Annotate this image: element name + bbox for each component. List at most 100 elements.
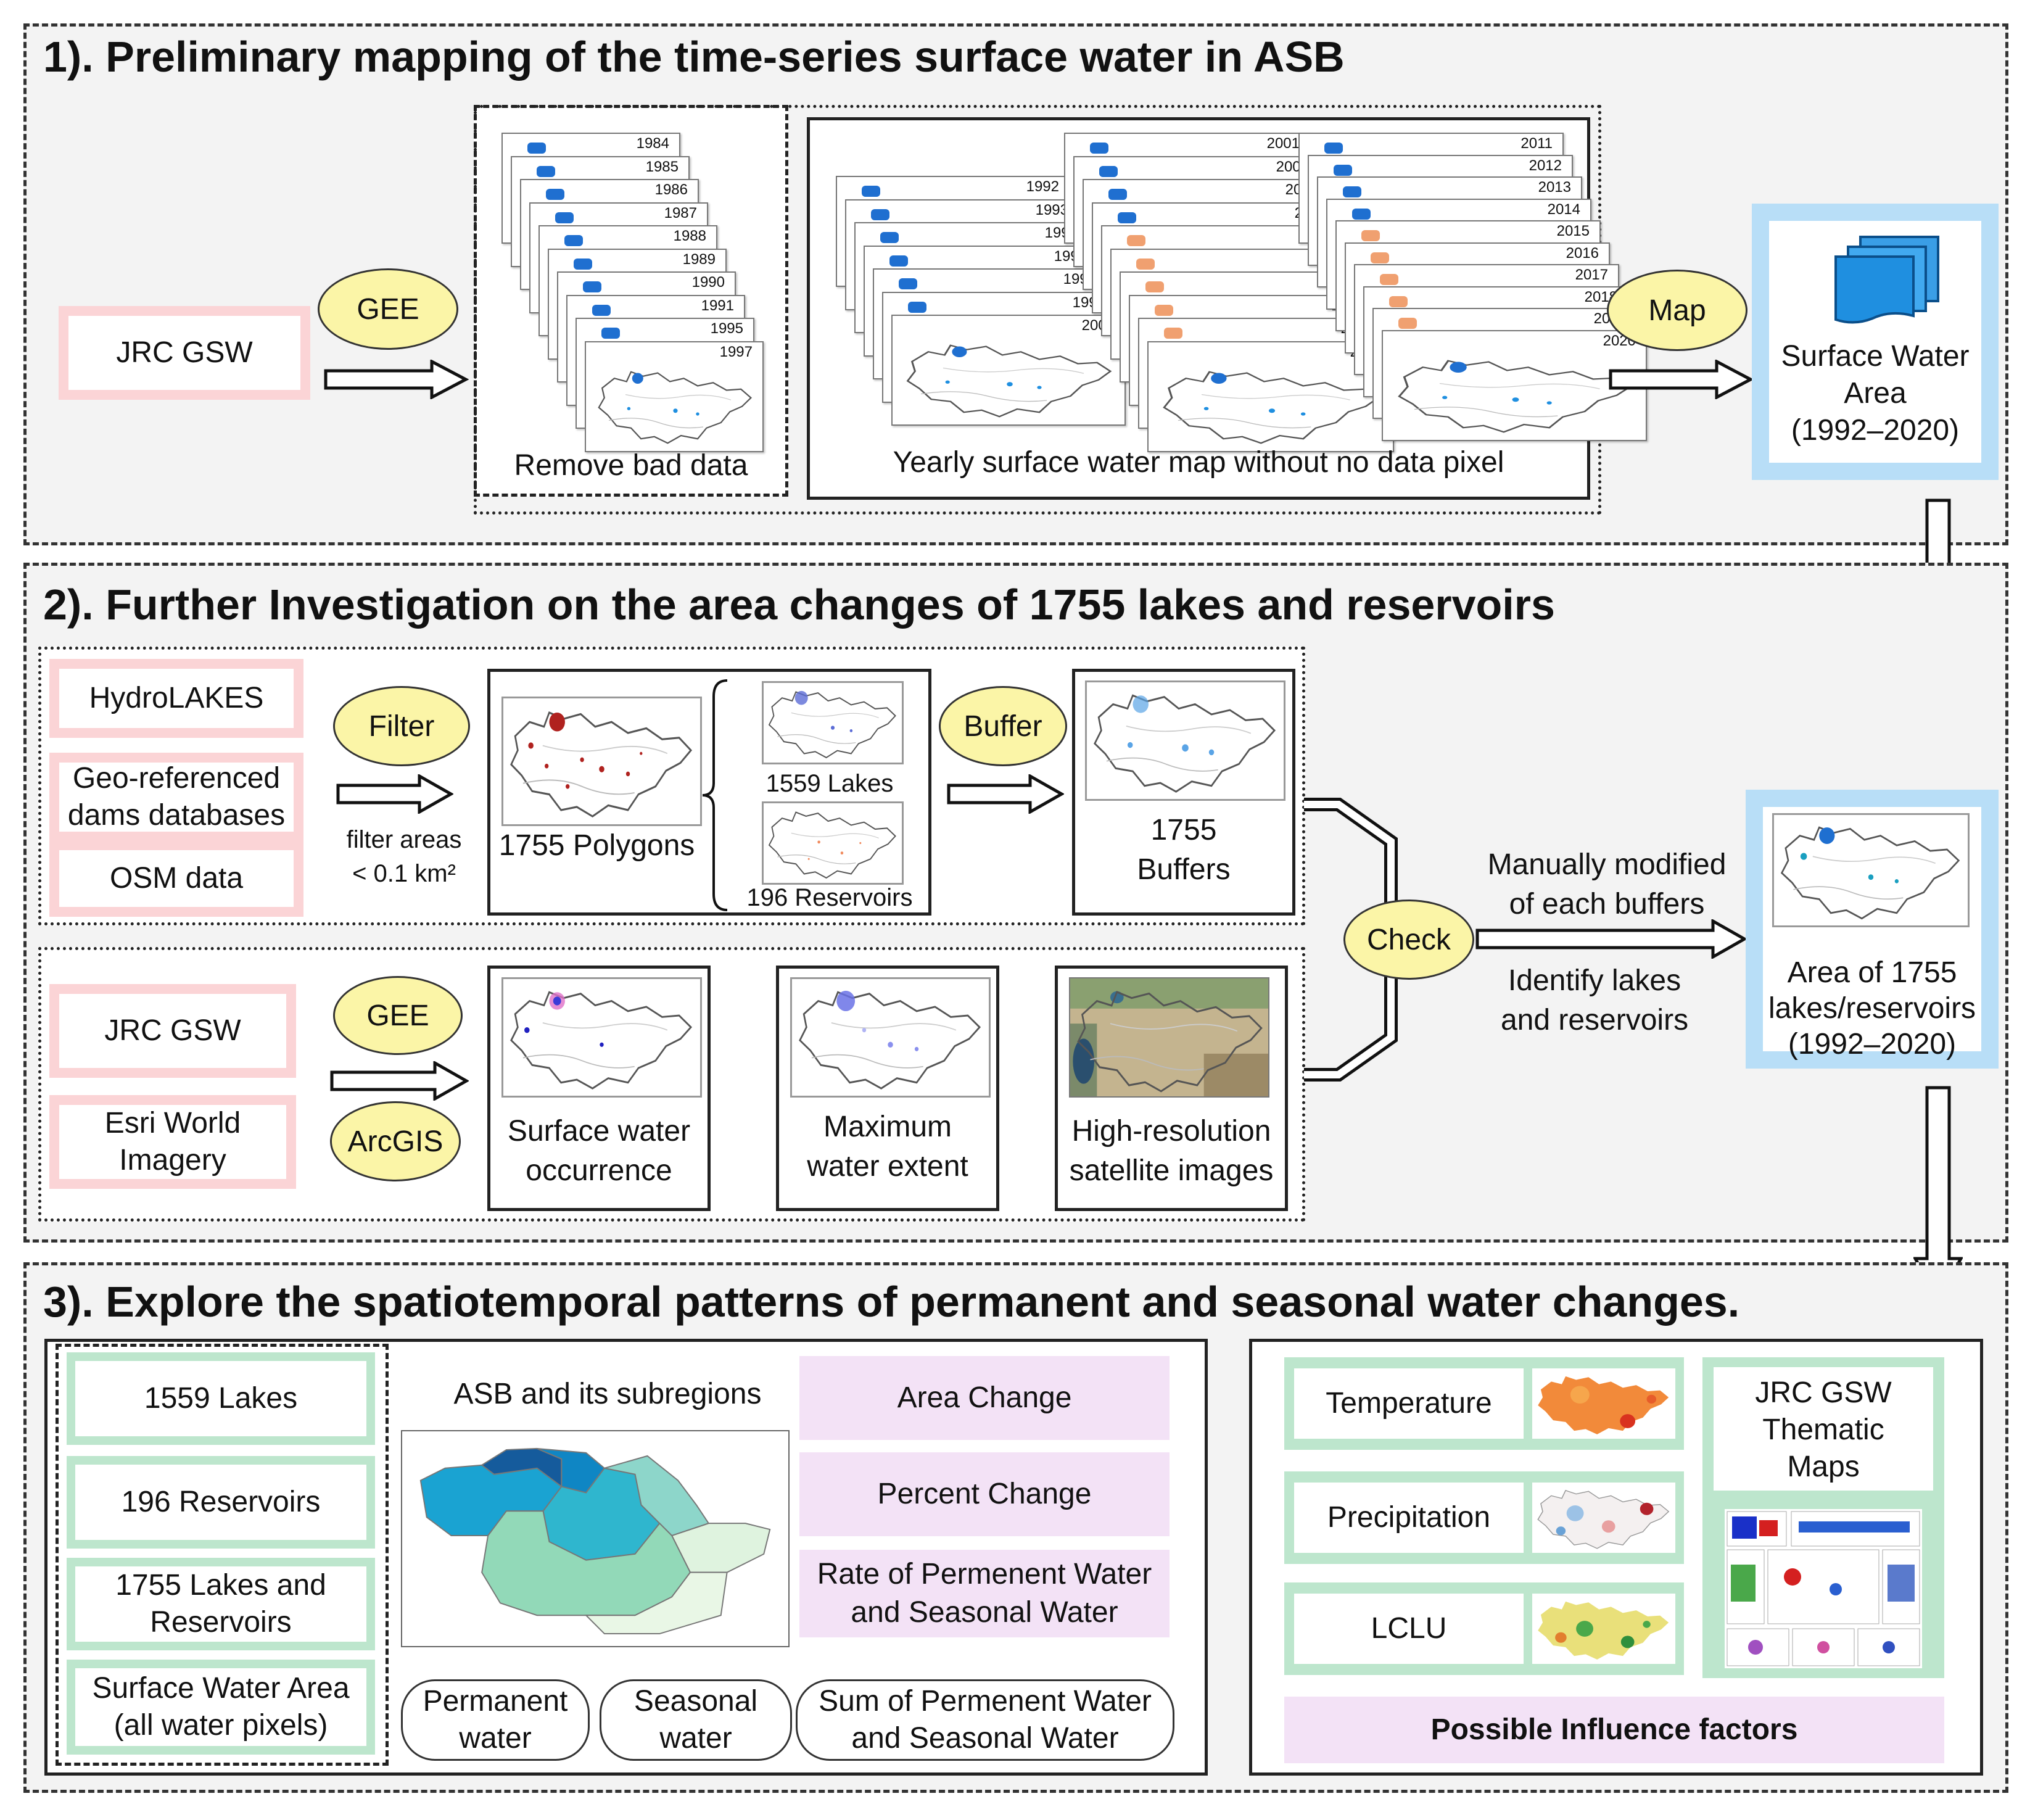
check-oval: Check — [1343, 900, 1474, 980]
satellite-image — [1069, 977, 1269, 1098]
percent-change-metric: Percent Change — [799, 1452, 1170, 1536]
water-patch — [880, 232, 899, 243]
surface-water-category: Surface Water Area(all water pixels) — [67, 1660, 375, 1755]
hires-panel: High-resolution satellite images — [1055, 966, 1288, 1211]
water-patch — [1398, 318, 1417, 329]
water-patch — [1118, 212, 1136, 223]
buffer-oval: Buffer — [939, 686, 1067, 766]
arrow-right-icon — [336, 774, 453, 814]
occurrence-label: Surface water occurrence — [490, 1112, 708, 1191]
water-patch — [546, 189, 564, 200]
reservoirs-map — [762, 801, 904, 885]
yearly-map-card: 2020 — [1382, 329, 1647, 441]
buffers-label: 1755 Buffers — [1075, 811, 1292, 890]
year-label: 2016 — [1566, 244, 1599, 262]
lclu-map — [1532, 1594, 1675, 1664]
arrow-right-icon — [1475, 919, 1747, 959]
hires-line2: satellite images — [1069, 1154, 1274, 1187]
both-line2: Reservoirs — [150, 1606, 292, 1639]
section-3-title: 3). Explore the spatiotemporal patterns … — [43, 1278, 1740, 1326]
year-label: 1993 — [1035, 201, 1068, 218]
occurrence-panel: Surface water occurrence — [487, 966, 711, 1211]
water-patch — [1371, 252, 1389, 263]
identify-label: Identify lakes and reservoirs — [1468, 961, 1721, 1040]
year-label: 1988 — [673, 228, 706, 244]
temperature-map — [1532, 1368, 1675, 1439]
gee-oval: GEE — [318, 268, 458, 350]
filter-threshold-label: < 0.1 km² — [352, 860, 456, 887]
lclu-label: LCLU — [1371, 1612, 1447, 1645]
yearly-map-card: 1997 — [585, 341, 764, 452]
osm-label: OSM data — [109, 862, 244, 895]
water-patch — [574, 258, 592, 270]
max-extent-map — [790, 977, 991, 1098]
water-patch — [555, 212, 574, 223]
jrc-gsw-label: JRC GSW — [116, 336, 253, 369]
percent-change-label: Percent Change — [877, 1477, 1092, 1510]
basin-map — [592, 362, 759, 449]
hydrolakes-label: HydroLAKES — [89, 682, 264, 714]
esri-line1: Esri World — [104, 1107, 241, 1140]
year-label: 2012 — [1529, 157, 1562, 174]
section-2-title: 2). Further Investigation on the area ch… — [43, 581, 1555, 629]
precipitation-factor: Precipitation — [1284, 1471, 1684, 1564]
max-extent-panel: Maximum water extent — [776, 966, 999, 1211]
hydrolakes-source: HydroLAKES — [49, 659, 303, 738]
filter-areas-label: filter areas — [346, 826, 462, 853]
year-label: 2011 — [1520, 135, 1553, 152]
jrc-thematic-factor: JRC GSW Thematic Maps — [1702, 1357, 1944, 1678]
jrc-thematic-line2: Thematic — [1762, 1413, 1884, 1446]
buffers-line1: 1755 — [1150, 814, 1217, 846]
arrow-right-icon — [330, 1061, 469, 1101]
section-1-title: 1). Preliminary mapping of the time-seri… — [43, 33, 1345, 81]
water-patch — [871, 209, 889, 220]
seasonal-line2: water — [659, 1722, 732, 1755]
subregion-map — [401, 1430, 790, 1647]
water-patch — [583, 281, 601, 292]
water-patch — [564, 235, 583, 246]
surface-water-area-output: Surface Water Area (1992–2020) — [1752, 204, 1999, 480]
temperature-factor: Temperature — [1284, 1357, 1684, 1450]
permanent-line1: Permanent — [423, 1685, 568, 1718]
water-patch — [1352, 208, 1371, 220]
possible-influence-label: Possible Influence factors — [1430, 1713, 1798, 1746]
basin-map — [899, 336, 1121, 422]
basin-map — [1389, 351, 1642, 437]
dams-line1: Geo-referenced — [72, 762, 281, 795]
water-patch — [889, 255, 908, 267]
year-label: 1984 — [636, 135, 669, 152]
arrow-right-icon — [324, 360, 469, 399]
year-label: 2015 — [1556, 223, 1590, 239]
area-of-lakes-output: Area of 1755 lakes/reservoirs (1992–2020… — [1746, 790, 1999, 1069]
water-patch — [601, 328, 620, 339]
year-label: 1987 — [664, 204, 697, 221]
reservoirs-category-label: 196 Reservoirs — [121, 1486, 321, 1518]
yearly-map-stack: 2001200220032004200520062007200820092010 — [1050, 120, 1394, 466]
water-patch — [1389, 296, 1408, 307]
identify-line1: Identify lakes — [1508, 964, 1681, 997]
filter-oval: Filter — [333, 686, 470, 766]
rate-line1: Rate of Permenent Water — [817, 1557, 1152, 1590]
lakes-category: 1559 Lakes — [67, 1352, 375, 1445]
gee-label-2: GEE — [366, 999, 429, 1032]
occurrence-line1: Surface water — [507, 1115, 691, 1148]
surface-water-area-line3: (1992–2020) — [1791, 414, 1960, 447]
swa-line1: Surface Water Area — [92, 1672, 350, 1705]
water-patch — [592, 304, 611, 316]
lclu-label-box: LCLU — [1294, 1594, 1524, 1664]
arcgis-label: ArcGIS — [347, 1125, 444, 1158]
precipitation-label-box: Precipitation — [1294, 1483, 1524, 1553]
year-label: 1985 — [645, 158, 679, 175]
hires-line1: High-resolution — [1071, 1115, 1271, 1148]
water-patch — [1164, 328, 1182, 339]
map-label: Map — [1648, 294, 1706, 327]
jrc-thematic-line1: JRC GSW — [1755, 1376, 1892, 1409]
lclu-factor: LCLU — [1284, 1582, 1684, 1675]
occurrence-line2: occurrence — [526, 1154, 672, 1187]
water-patch — [1145, 281, 1164, 292]
map-oval: Map — [1607, 270, 1747, 351]
